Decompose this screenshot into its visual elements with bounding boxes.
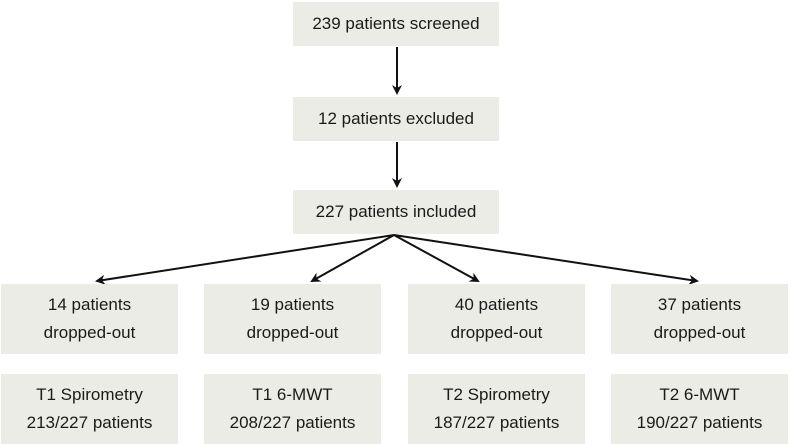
arrow-included-to-dropout-3 [393, 234, 480, 282]
dropout-count-3: 40 patients [454, 295, 539, 314]
dropout-label-3: dropped-out [450, 323, 543, 342]
result-count-1: 213/227 patients [26, 413, 153, 432]
result-test-3: T2 Spirometry [443, 385, 550, 404]
dropout-label-2: dropped-out [246, 323, 339, 342]
dropout-box-4: 37 patients dropped-out [611, 284, 788, 354]
dropout-box-3: 40 patients dropped-out [408, 284, 585, 354]
excluded-label: 12 patients excluded [318, 109, 474, 128]
dropout-count-4: 37 patients [657, 295, 742, 314]
dropout-box-1: 14 patients dropped-out [1, 284, 178, 354]
dropout-label-1: dropped-out [43, 323, 136, 342]
result-box-1: T1 Spirometry 213/227 patients [1, 374, 178, 444]
result-box-4: T2 6-MWT 190/227 patients [611, 374, 788, 444]
arrow-included-to-dropout-2 [310, 234, 395, 282]
included-label: 227 patients included [315, 202, 477, 221]
result-count-2: 208/227 patients [229, 413, 356, 432]
arrow-included-to-dropout-4 [393, 234, 699, 285]
screened-label: 239 patients screened [312, 14, 480, 33]
result-box-3: T2 Spirometry 187/227 patients [408, 374, 585, 444]
result-count-4: 190/227 patients [636, 413, 763, 432]
dropout-label-4: dropped-out [653, 323, 746, 342]
dropout-box-2: 19 patients dropped-out [204, 284, 381, 354]
result-box-2: T1 6-MWT 208/227 patients [204, 374, 381, 444]
dropout-count-2: 19 patients [250, 295, 335, 314]
result-test-4: T2 6-MWT [659, 385, 740, 404]
arrow-included-to-dropout-1 [95, 234, 395, 285]
result-test-1: T1 Spirometry [36, 385, 143, 404]
dropout-count-1: 14 patients [47, 295, 132, 314]
excluded-box: 12 patients excluded [293, 97, 499, 141]
result-test-2: T1 6-MWT [252, 385, 333, 404]
result-count-3: 187/227 patients [433, 413, 560, 432]
screened-box: 239 patients screened [293, 2, 499, 46]
included-box: 227 patients included [293, 190, 499, 234]
